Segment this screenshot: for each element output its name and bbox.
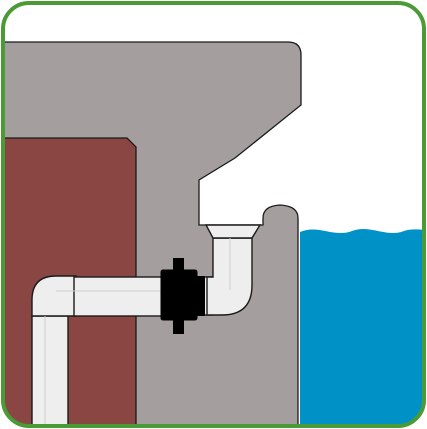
drain-funnel-inlet [204,224,262,239]
horizontal-drain-pipe [73,276,175,317]
coupling-bolt-top [173,258,184,272]
coupling-bolt-bottom [173,318,184,334]
left-pipe-elbow [31,275,77,317]
water-body [300,229,424,426]
vertical-drain-pipe [31,315,69,426]
pipe-coupling [160,269,198,321]
coupling-flange [197,276,205,316]
